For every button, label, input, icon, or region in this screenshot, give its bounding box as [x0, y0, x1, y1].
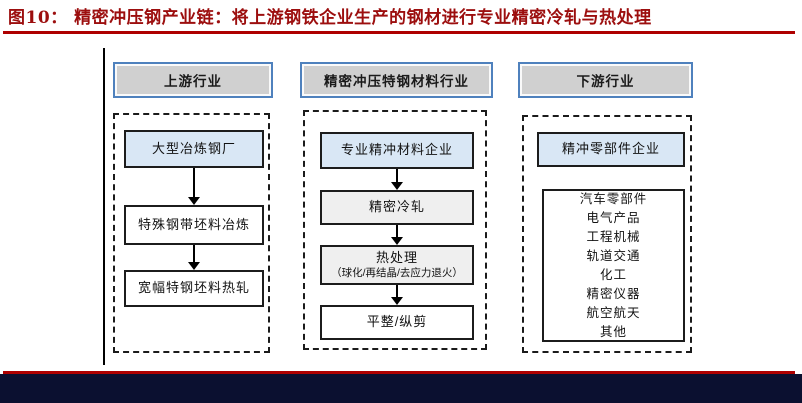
arrow-stem: [193, 245, 195, 263]
application-item: 电气产品: [586, 210, 641, 225]
arrow-head: [391, 182, 403, 190]
midstream-box-cold-rolling: 精密冷轧: [320, 190, 474, 225]
downstream-box-company: 精冲零部件企业: [537, 132, 685, 167]
arrow-head: [391, 237, 403, 245]
heat-treatment-title: 热处理: [375, 249, 418, 265]
down-arrow-icon: [390, 169, 404, 190]
arrow-head: [188, 197, 200, 205]
application-item: 轨道交通: [586, 248, 641, 263]
upstream-box-hot-rolling: 宽幅特钢坯料热轧: [124, 270, 264, 307]
footer-divider-rule: [3, 371, 795, 374]
application-item: 航空航天: [586, 305, 641, 320]
upstream-column-header: 上游行业: [113, 62, 273, 98]
down-arrow-icon: [390, 285, 404, 305]
title-divider-rule: [3, 31, 795, 34]
midstream-box-leveling-slitting: 平整/纵剪: [320, 305, 474, 340]
midstream-container: 专业精冲材料企业 精密冷轧 热处理 （球化/再结晶/去应力退火） 平整/纵剪: [303, 110, 487, 350]
arrow-stem: [396, 169, 398, 183]
upstream-box-billet-smelting: 特殊钢带坯料冶炼: [124, 205, 264, 245]
upstream-box-smelter: 大型冶炼钢厂: [124, 130, 264, 168]
applications-list: 汽车零部件 电气产品 工程机械 轨道交通 化工 精密仪器 航空航天 其他: [542, 189, 685, 342]
arrow-head: [391, 297, 403, 305]
midstream-box-company: 专业精冲材料企业: [320, 132, 474, 169]
application-item: 化工: [599, 267, 627, 282]
figure-left-axis-line: [103, 48, 105, 365]
figure-title: 图10： 精密冲压钢产业链：将上游钢铁企业生产的钢材进行专业精密冷轧与热处理: [8, 8, 652, 28]
arrow-stem: [396, 285, 398, 298]
application-item: 精密仪器: [586, 286, 641, 301]
midstream-box-heat-treatment: 热处理 （球化/再结晶/去应力退火）: [320, 245, 474, 285]
midstream-column-header: 精密冲压特钢材料行业: [300, 62, 493, 98]
down-arrow-icon: [390, 225, 404, 245]
down-arrow-icon: [187, 168, 201, 205]
downstream-column-header: 下游行业: [518, 62, 693, 98]
footer-bar: [0, 374, 802, 403]
application-item: 工程机械: [586, 229, 641, 244]
arrow-stem: [193, 168, 195, 198]
application-item: 其他: [599, 324, 627, 339]
arrow-stem: [396, 225, 398, 238]
heat-treatment-subtitle: （球化/再结晶/去应力退火）: [331, 267, 463, 280]
application-item: 汽车零部件: [579, 191, 648, 206]
downstream-container: 精冲零部件企业 汽车零部件 电气产品 工程机械 轨道交通 化工 精密仪器 航空航…: [522, 115, 692, 353]
arrow-head: [188, 262, 200, 270]
down-arrow-icon: [187, 245, 201, 270]
upstream-container: 大型冶炼钢厂 特殊钢带坯料冶炼 宽幅特钢坯料热轧: [113, 113, 270, 353]
